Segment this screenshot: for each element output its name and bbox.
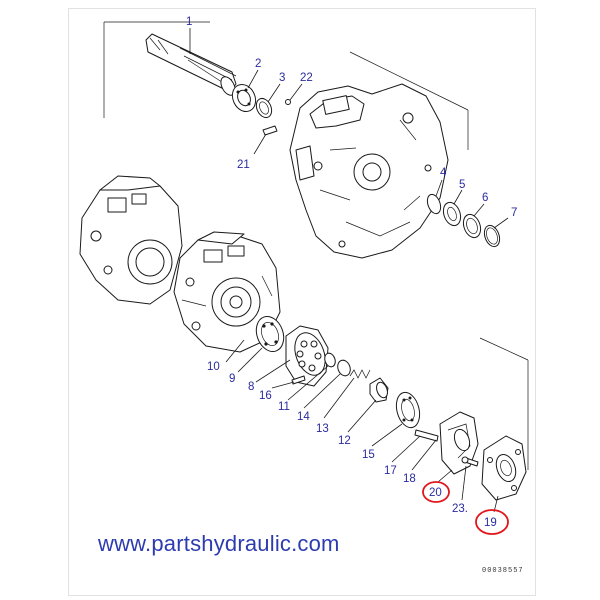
callout-23: 23. (452, 503, 468, 515)
ring-11 (324, 352, 336, 368)
leader-lines (189, 28, 509, 513)
oil-seal (442, 201, 462, 227)
callout-13: 13 (316, 423, 329, 435)
pin (262, 125, 278, 136)
callout-14: 14 (297, 411, 310, 423)
frame-lines (103, 21, 529, 470)
callout-5: 5 (459, 179, 465, 191)
callout-20: 20 (429, 487, 442, 499)
drawing-code: 00038557 (482, 567, 524, 575)
valve-block-rear (79, 175, 183, 305)
callout-22: 22 (300, 72, 313, 84)
drive-shaft (145, 33, 237, 96)
callout-18: 18 (403, 473, 416, 485)
spring-coil (349, 369, 371, 379)
callout-10: 10 (207, 361, 220, 373)
callout-3: 3 (279, 72, 285, 84)
bearing (231, 83, 257, 113)
retainer-plate (395, 391, 421, 429)
callout-7: 7 (511, 207, 517, 219)
washer (462, 213, 482, 239)
callout-numbers: 1 2 3 22 21 4 5 6 7 10 9 8 16 11 14 13 1… (186, 16, 517, 529)
callout-6: 6 (482, 192, 488, 204)
callout-11: 11 (278, 401, 290, 413)
pump-body-front (173, 231, 281, 353)
highlight-ring-20 (422, 481, 450, 503)
callout-12: 12 (338, 435, 351, 447)
snap-ring-top (255, 97, 273, 119)
plug (285, 99, 291, 105)
callout-9: 9 (229, 373, 235, 385)
callout-16: 16 (259, 390, 272, 402)
callout-2: 2 (255, 58, 261, 70)
snap-ring-right (426, 193, 442, 215)
valve-plate (255, 316, 285, 352)
callout-21: 21 (237, 159, 250, 171)
rod (414, 429, 439, 442)
callout-8: 8 (248, 381, 254, 393)
callout-1: 1 (186, 16, 192, 28)
callout-15: 15 (362, 449, 375, 461)
callout-19: 19 (484, 517, 497, 529)
watermark-url: www.partshydraulic.com (98, 531, 340, 556)
cylinder-block (285, 325, 329, 387)
sleeve (369, 377, 389, 403)
pump-housing (289, 83, 449, 259)
callout-4: 4 (440, 167, 447, 179)
spring (337, 359, 351, 377)
callout-17: 17 (384, 465, 397, 477)
highlight-ring-19 (475, 509, 509, 535)
cover (481, 435, 527, 501)
retaining-ring (483, 224, 501, 248)
bolt (461, 456, 479, 467)
